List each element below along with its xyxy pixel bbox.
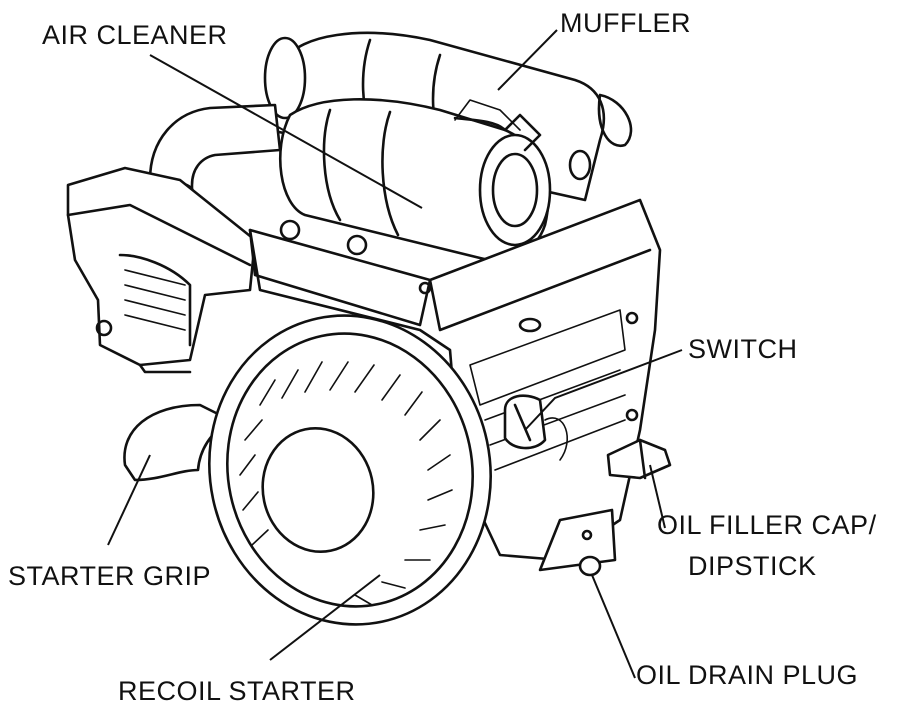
label-oil-filler-cap-line2: DIPSTICK [688,551,817,581]
label-oil-drain-plug: OIL DRAIN PLUG [636,660,859,690]
recoil-starter-drawing [208,314,492,626]
oil-filler-drawing [606,438,672,480]
oil-drain-drawing [578,555,602,577]
oil-filler-leader [649,464,666,529]
switch-leader [524,349,683,431]
muffler-leader [497,29,558,91]
label-muffler: MUFFLER [560,8,691,38]
air-cleaner-leader [149,54,423,209]
label-oil-filler-cap-line1: OIL FILLER CAP/ [657,510,877,540]
label-recoil-starter: RECOIL STARTER [118,676,356,706]
label-air-cleaner: AIR CLEANER [42,20,228,50]
oil-drain-leader [591,574,636,679]
recoil-starter-leader [269,574,381,661]
label-starter-grip: STARTER GRIP [8,561,212,591]
label-switch: SWITCH [688,334,798,364]
switch-drawing [503,394,569,461]
air-cleaner-drawing [279,98,552,262]
carburetor-drawing [66,166,257,374]
starter-grip-leader [107,454,151,546]
